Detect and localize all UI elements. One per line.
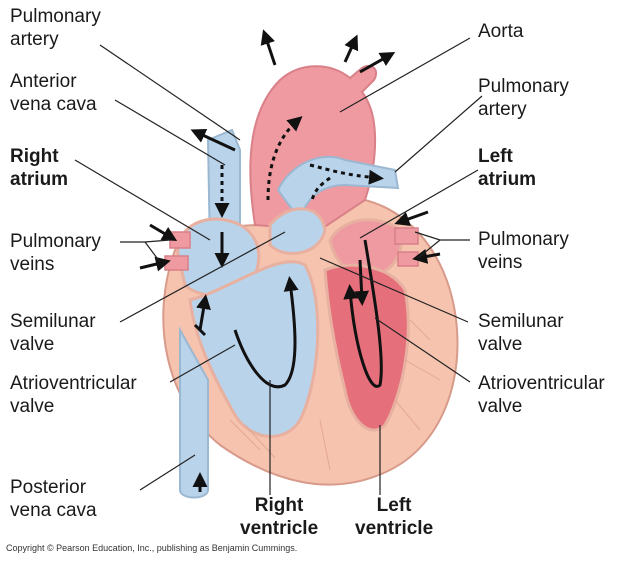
label-pulmonary-veins-left: Pulmonary veins	[10, 231, 101, 275]
label-pulmonary-artery-right: Pulmonary artery	[478, 76, 569, 120]
label-semilunar-valve-left: Semilunar valve	[10, 311, 96, 355]
label-pulmonary-artery-left: Pulmonary artery	[10, 6, 101, 50]
label-left-ventricle: Left ventricle	[355, 495, 434, 539]
label-right-ventricle: Right ventricle	[240, 495, 319, 539]
pulmonary-trunk	[276, 155, 400, 223]
label-semilunar-valve-right: Semilunar valve	[478, 311, 564, 355]
label-right-atrium: Right atrium	[10, 146, 69, 190]
label-left-atrium: Left atrium	[478, 146, 537, 190]
label-aorta: Aorta	[478, 21, 524, 42]
right-ventricle-chamber	[188, 260, 320, 438]
copyright-notice: Copyright © Pearson Education, Inc., pub…	[6, 543, 298, 553]
muscle-striations	[229, 319, 441, 471]
semilunar-valve-ring	[268, 207, 327, 255]
label-av-valve-right: Atrioventricular valve	[478, 373, 605, 417]
label-av-valve-left: Atrioventricular valve	[10, 373, 137, 417]
aorta-vessel	[249, 64, 378, 232]
leader-lines	[74, 37, 483, 495]
label-pulmonary-veins-right: Pulmonary veins	[478, 229, 569, 273]
label-anterior-vena-cava: Anterior vena cava	[10, 71, 97, 115]
left-ventricle-chamber	[323, 263, 410, 432]
label-posterior-vena-cava: Posterior vena cava	[10, 477, 97, 521]
blood-flow-arrows	[139, 29, 441, 492]
